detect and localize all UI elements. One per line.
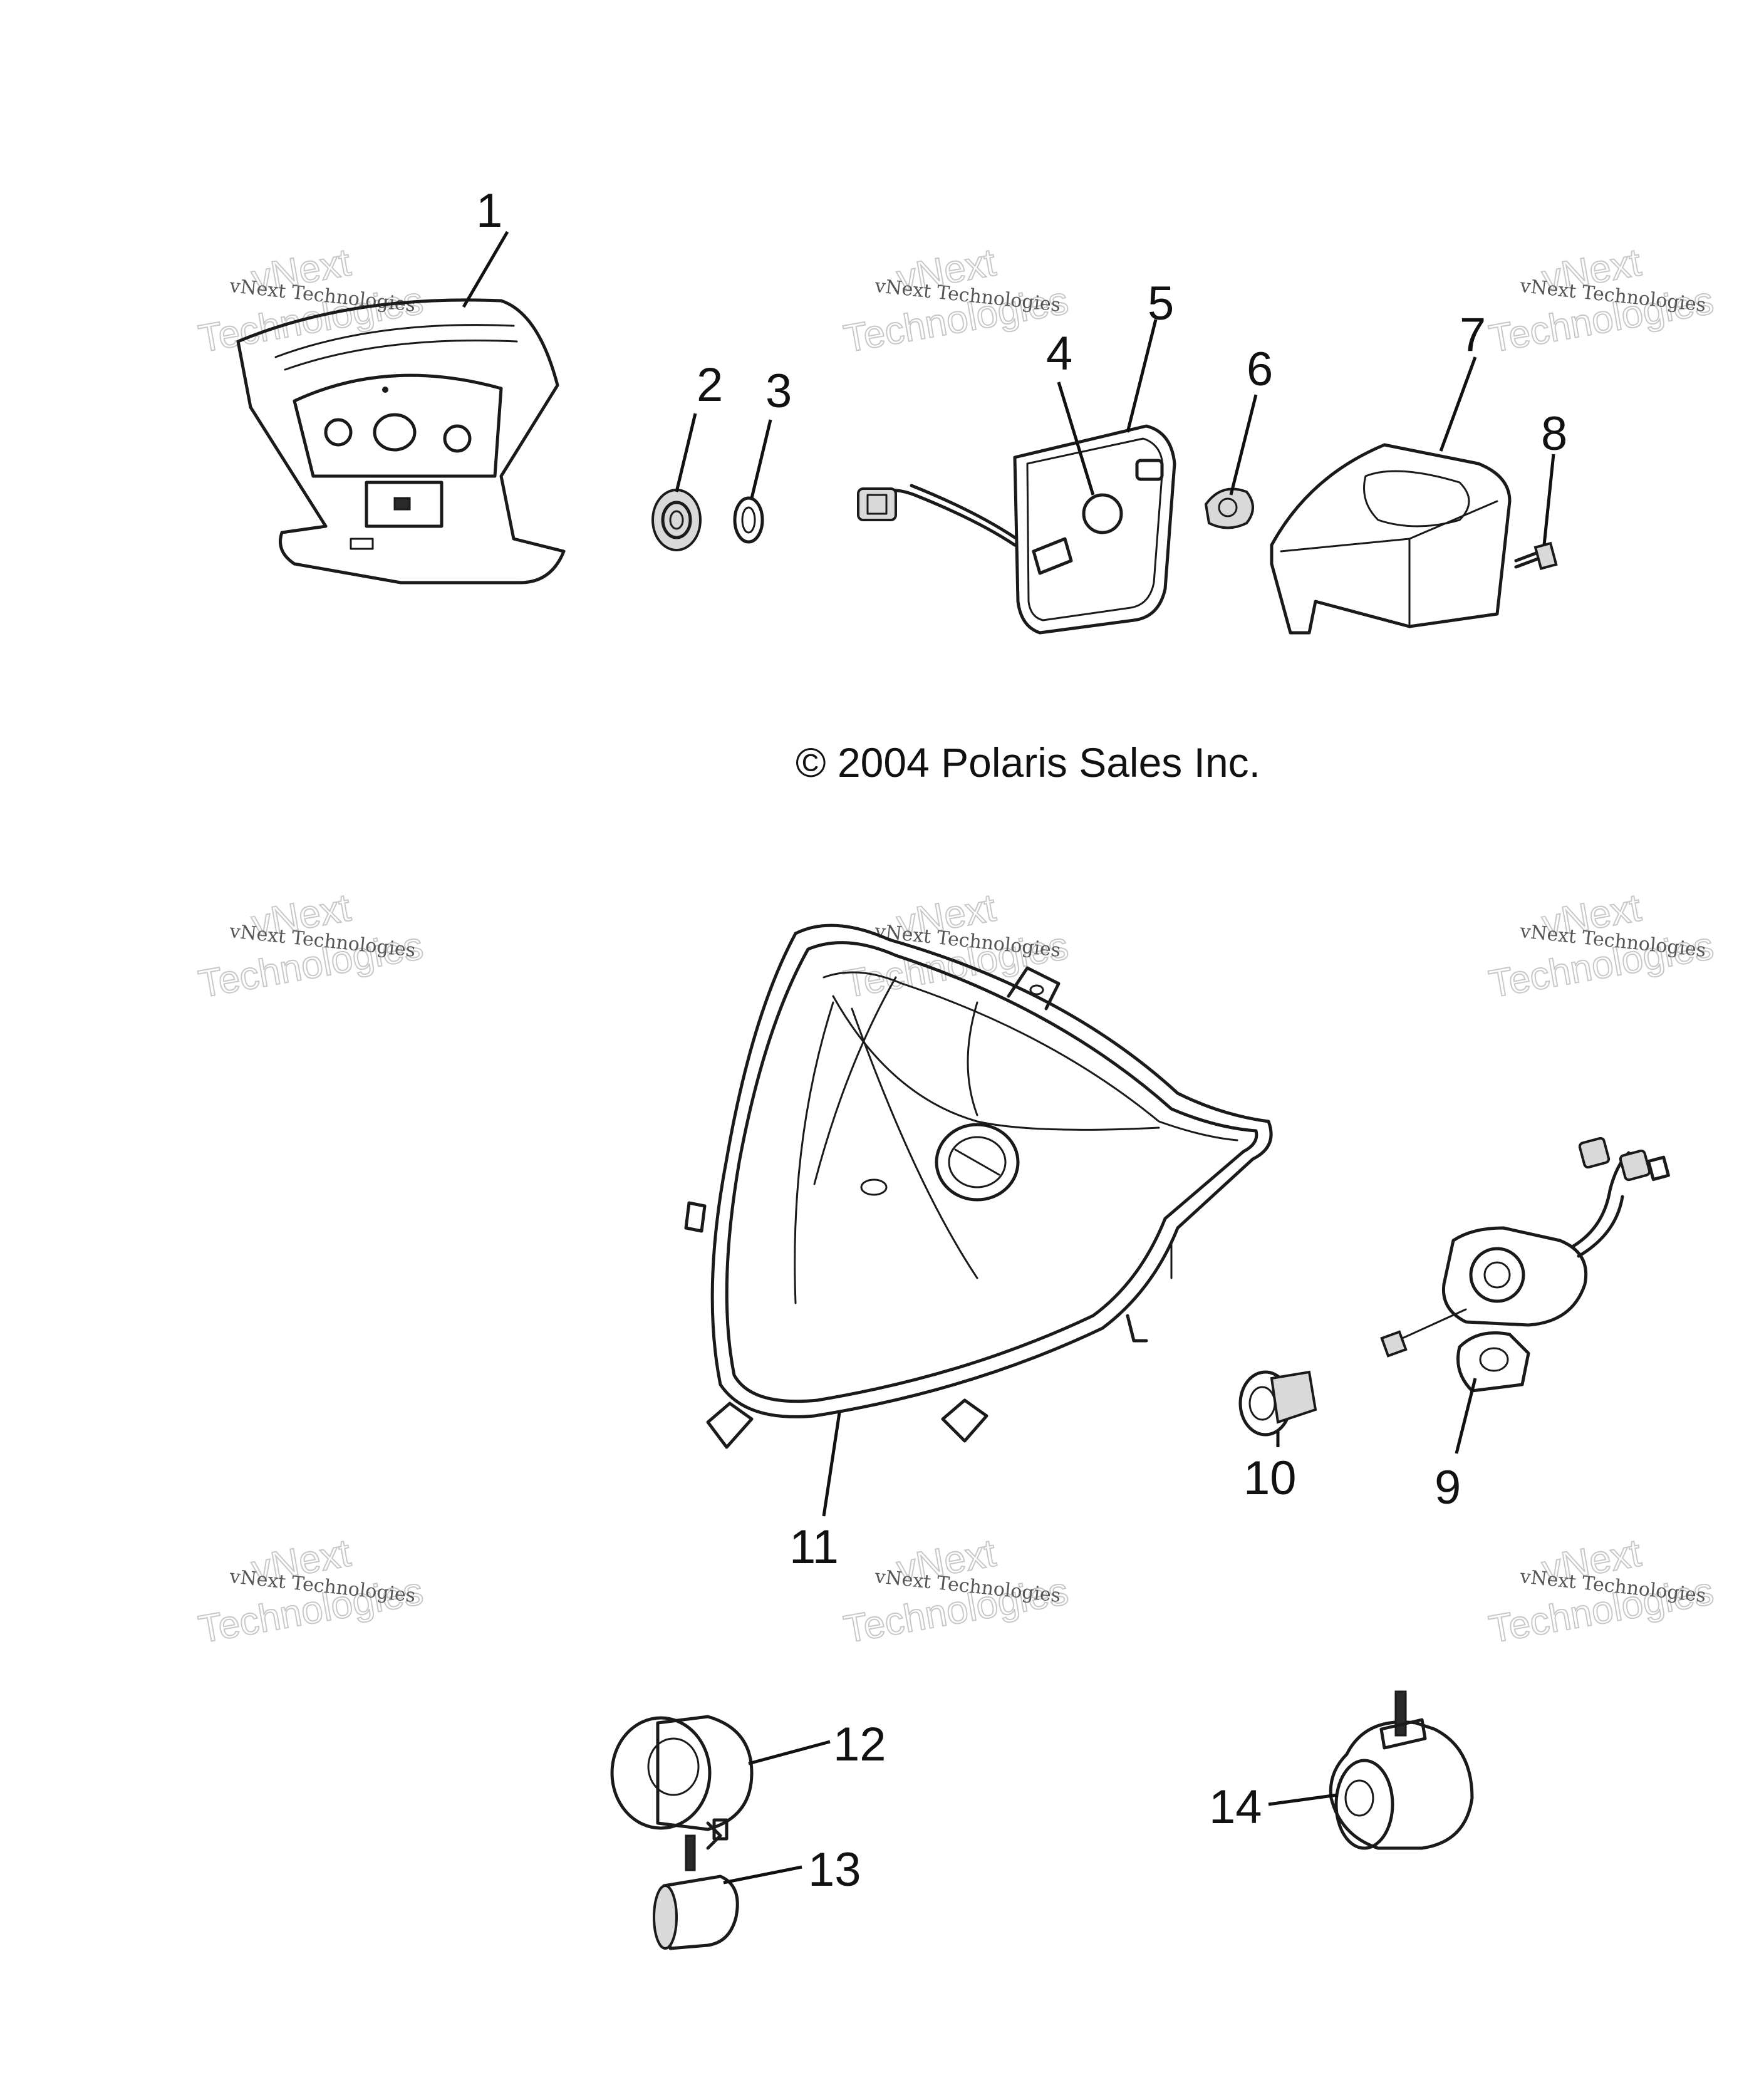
part-3-washer — [733, 496, 764, 544]
callout-7: 7 — [1460, 308, 1486, 361]
part-8-screw — [1514, 541, 1558, 570]
callout-8: 8 — [1541, 407, 1567, 460]
part-1-tail-light-housing — [236, 298, 566, 585]
leader-lines — [462, 231, 1555, 1885]
callout-6: 6 — [1247, 343, 1273, 396]
part-10-bulb — [1238, 1370, 1317, 1437]
callout-13: 13 — [808, 1843, 861, 1896]
callout-4: 4 — [1046, 327, 1072, 380]
part-12-turn-signal-lamp — [610, 1715, 754, 1871]
part-6-clip — [1204, 487, 1254, 529]
callout-10: 10 — [1243, 1452, 1297, 1505]
part-9-bulb-socket — [1380, 1136, 1670, 1393]
copyright-text: © 2004 Polaris Sales Inc. — [796, 739, 1260, 786]
callout-14: 14 — [1209, 1781, 1262, 1834]
callout-labels: 1 2 3 4 5 6 7 8 9 10 11 12 13 14 — [476, 184, 1567, 1896]
part-13-mount-cap — [653, 1874, 739, 1950]
callout-5: 5 — [1148, 277, 1174, 330]
callout-1: 1 — [476, 184, 502, 237]
part-14-turn-signal-lamp — [1329, 1690, 1474, 1850]
callout-9: 9 — [1435, 1461, 1461, 1514]
callout-3: 3 — [765, 365, 792, 418]
callout-11: 11 — [789, 1521, 839, 1574]
callout-2: 2 — [697, 358, 723, 412]
part-5-lamp-plate — [857, 424, 1176, 635]
part-2-grommet — [651, 489, 702, 551]
callout-12: 12 — [833, 1718, 886, 1771]
part-11-headlight-housing — [684, 923, 1273, 1449]
part-7-lens — [1270, 443, 1512, 635]
